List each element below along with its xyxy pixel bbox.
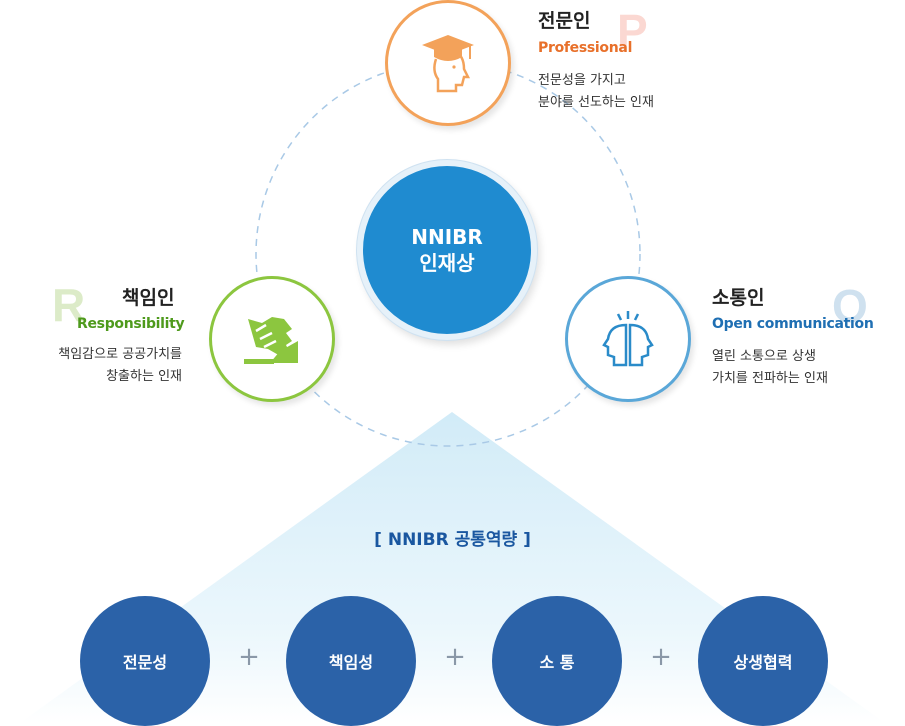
communication-desc-line1: 열린 소통으로 상생 xyxy=(712,349,816,364)
responsibility-node xyxy=(209,276,335,402)
responsibility-desc-line1: 책임감으로 공공가치를 xyxy=(58,347,182,362)
graduate-head-icon xyxy=(422,35,474,93)
professional-title: 전문인 xyxy=(538,10,591,32)
responsibility-letter: R xyxy=(52,279,86,331)
communication-letter: O xyxy=(832,280,868,332)
professional-node xyxy=(385,0,511,126)
communication-subtitle: Open communication xyxy=(712,316,874,332)
professional-subtitle: Professional xyxy=(538,40,633,56)
communication-desc: 열린 소통으로 상생 가치를 전파하는 인재 xyxy=(712,346,828,390)
communication-node xyxy=(565,276,691,402)
center-line1: NNIBR xyxy=(411,225,483,249)
competency-item-communication: 소 통 xyxy=(492,596,622,726)
competency-heading: [ NNIBR 공통역량 ] xyxy=(374,530,531,550)
competency-background xyxy=(20,412,885,723)
responsibility-subtitle: Responsibility xyxy=(77,316,185,332)
plus-icon: + xyxy=(238,642,260,672)
competency-item-cooperation: 상생협력 xyxy=(698,596,828,726)
responsibility-desc-line2: 창출하는 인재 xyxy=(106,369,182,384)
two-heads-icon xyxy=(602,311,654,367)
professional-desc-line1: 전문성을 가지고 xyxy=(538,73,626,88)
professional-desc: 전문성을 가지고 분야를 선도하는 인재 xyxy=(538,70,654,114)
responsibility-title: 책임인 xyxy=(122,287,175,309)
plus-icon: + xyxy=(650,642,672,672)
communication-title: 소통인 xyxy=(712,287,765,309)
handshake-icon xyxy=(244,317,298,364)
center-circle: NNIBR 인재상 xyxy=(357,160,537,340)
plus-icon: + xyxy=(444,642,466,672)
center-line2: 인재상 xyxy=(419,251,475,275)
professional-desc-line2: 분야를 선도하는 인재 xyxy=(538,95,654,110)
communication-desc-line2: 가치를 전파하는 인재 xyxy=(712,371,828,386)
competency-item-expertise: 전문성 xyxy=(80,596,210,726)
professional-letter: P xyxy=(617,5,648,57)
responsibility-desc: 책임감으로 공공가치를 창출하는 인재 xyxy=(30,344,182,388)
competency-item-responsibility: 책임성 xyxy=(286,596,416,726)
